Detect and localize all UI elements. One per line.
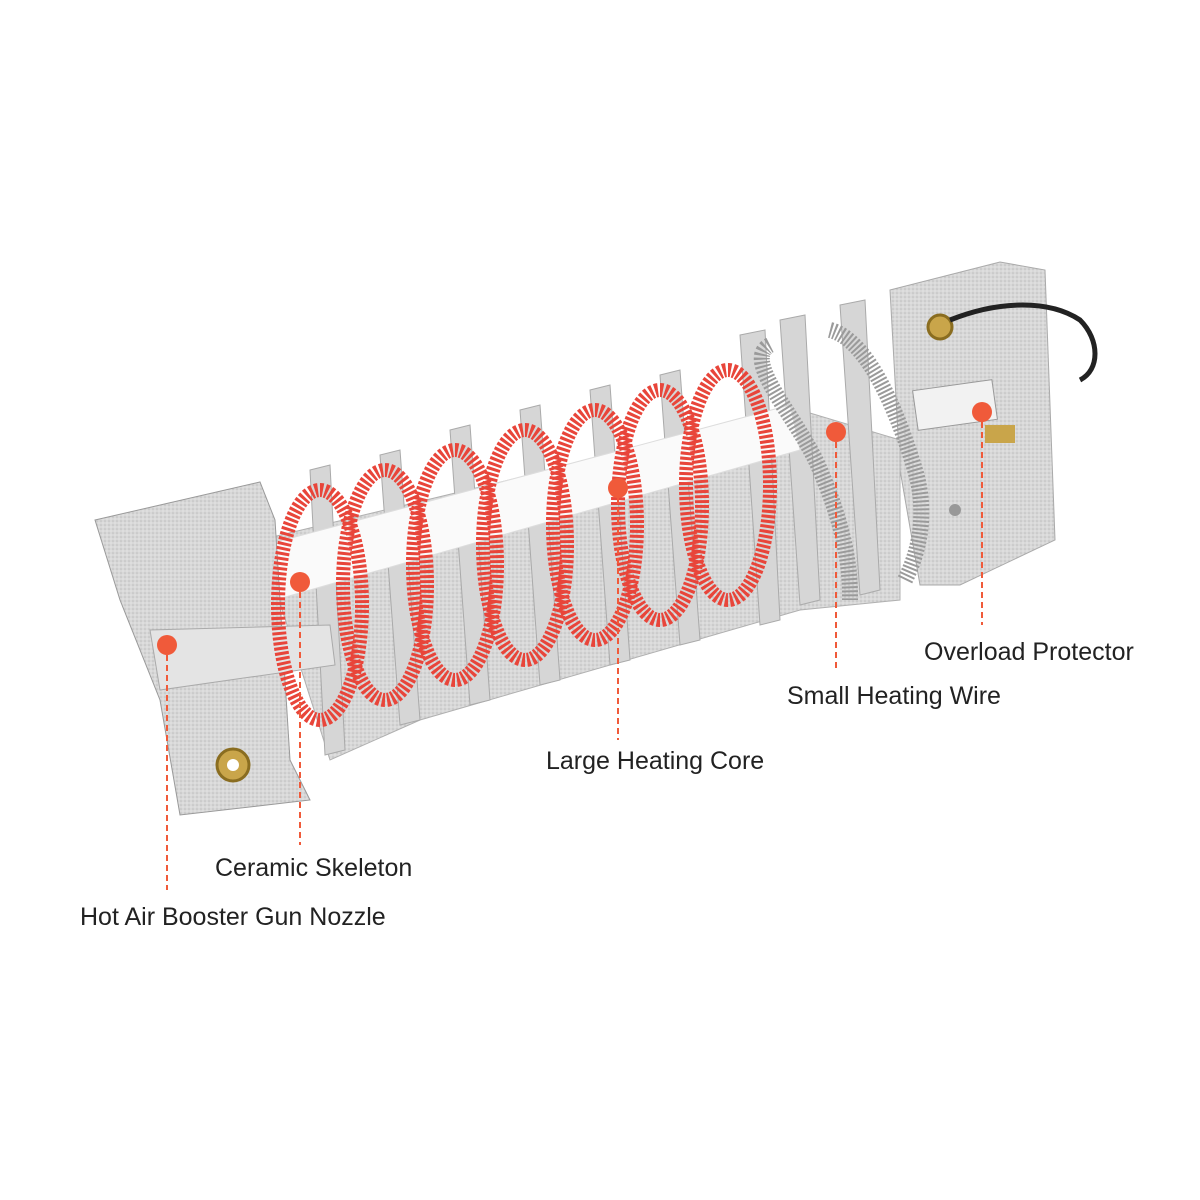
marker-dot-protector [972,402,992,422]
lead-wire [949,302,1098,383]
rear-plate [889,261,1056,586]
label-small-heating-wire: Small Heating Wire [787,682,1001,710]
annotation-markers [157,402,992,890]
marker-dot-ceramic [290,572,310,592]
marker-dot-nozzle [157,635,177,655]
small-heating-wire [753,322,930,601]
rivet-hole [227,759,239,771]
nozzle-band [149,624,336,691]
marker-dot-small-wire [826,422,846,442]
mica-skeleton [259,409,901,761]
terminal-rivet-icon [926,313,954,341]
label-overload-protector: Overload Protector [924,638,1134,666]
mount-hole [949,504,961,516]
protector-terminal [985,425,1015,443]
marker-dot-core [608,478,628,498]
label-large-heating-core: Large Heating Core [546,747,765,775]
label-ceramic-skeleton: Ceramic Skeleton [215,854,413,882]
label-hot-air-booster-gun-nozzle: Hot Air Booster Gun Nozzle [80,903,386,931]
large-heating-core-coils [271,363,777,727]
